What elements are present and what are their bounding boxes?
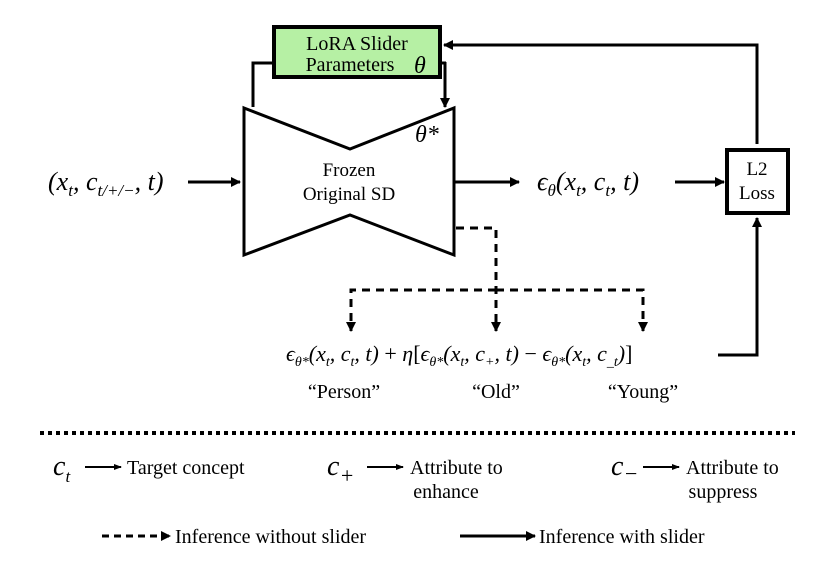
- legend-cplus-text1: Attribute to: [410, 457, 503, 479]
- legend-dashed-text: Inference without slider: [175, 526, 366, 548]
- output-prediction: ϵθ(xt, ct, t): [537, 167, 639, 200]
- sd-line1: Frozen: [323, 160, 376, 181]
- guided-equation: ϵθ*(xt, ct, t) + η[ϵθ*(xt, c+, t) − ϵθ*(…: [286, 341, 632, 370]
- loss-line1: L2: [746, 159, 767, 180]
- legend-cplus-text2: enhance: [413, 481, 479, 503]
- lora-to-sd-left-line: [251, 61, 274, 107]
- l2-loss-box: [725, 148, 790, 215]
- legend-cminus-text2: suppress: [689, 481, 758, 503]
- loss-line2: Loss: [739, 183, 775, 204]
- dashed-branch-line: [456, 226, 501, 332]
- theta-star-symbol: θ*: [415, 122, 439, 148]
- legend-cplus-symbol: c+: [327, 451, 354, 488]
- legend-ct-symbol: ct: [53, 451, 71, 486]
- legend-ct-text: Target concept: [127, 457, 245, 479]
- legend-cminus-symbol: c−: [611, 451, 638, 486]
- sd-line2: Original SD: [303, 184, 395, 205]
- theta-symbol: θ: [414, 53, 426, 79]
- equation-to-loss-arrow: [718, 217, 762, 357]
- loss-to-lora-arrow: [443, 40, 759, 144]
- dashed-right-branch: [496, 288, 648, 332]
- label-young: “Young”: [608, 381, 678, 403]
- legend-solid-text: Inference with slider: [539, 526, 705, 548]
- label-person: “Person”: [308, 381, 380, 403]
- label-old: “Old”: [472, 381, 520, 403]
- dashed-left-branch: [346, 288, 496, 332]
- lora-box-line2: Parameters: [306, 54, 395, 76]
- legend-cminus-text1: Attribute to: [686, 457, 779, 479]
- input-tuple: (xt, ct/+/−, t): [48, 167, 164, 200]
- lora-box-line1: LoRA Slider: [306, 33, 408, 55]
- frozen-sd-block: [242, 105, 456, 258]
- lora-slider-box: [272, 25, 442, 79]
